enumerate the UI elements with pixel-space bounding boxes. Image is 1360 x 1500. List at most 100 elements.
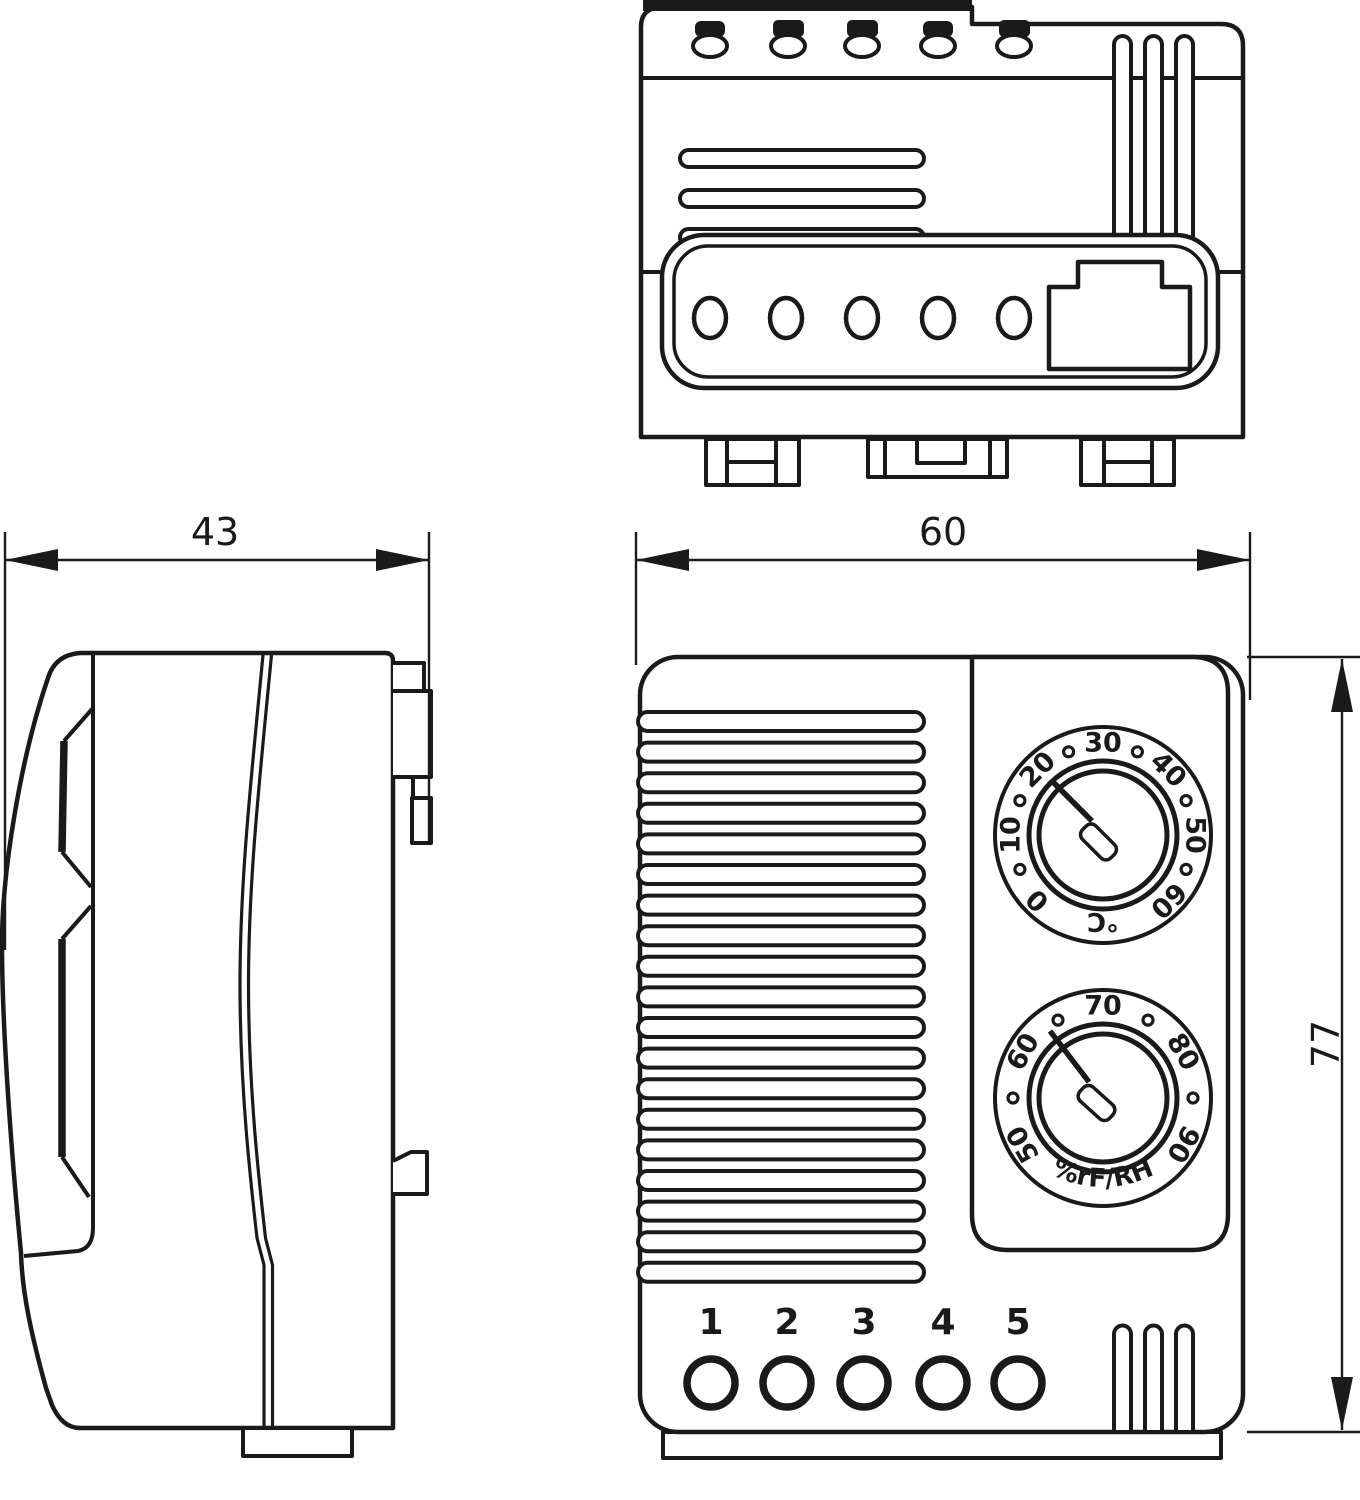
- din-foot-center: [866, 437, 1009, 479]
- din-clip-latch: [392, 1150, 429, 1196]
- led: [836, 1355, 892, 1411]
- temperature-unit-label: °C: [1087, 906, 1119, 936]
- side-vent-panel: [23, 655, 95, 1258]
- dimension-value: 60: [919, 510, 967, 554]
- vertical-slot: [1143, 1323, 1164, 1430]
- top-view: [638, 0, 1246, 487]
- dimension-value: 77: [1304, 1020, 1348, 1068]
- housing-seam: [238, 654, 266, 1428]
- side-view-body: [0, 650, 396, 1431]
- svg-text:50: 50: [1180, 816, 1211, 854]
- side-vent-slot-upper: [58, 740, 68, 853]
- louver-slat: [636, 893, 926, 917]
- louver-slat: [636, 1138, 926, 1162]
- tray-hole: [691, 295, 729, 341]
- svg-text:10: 10: [996, 816, 1027, 854]
- led: [759, 1355, 815, 1411]
- louver-slat: [636, 1016, 926, 1039]
- terminal-screw: [843, 20, 881, 59]
- louver-slat: [636, 924, 926, 948]
- led-label: 3: [851, 1302, 876, 1343]
- led-label: 1: [698, 1302, 723, 1343]
- arrowhead-top: [1331, 659, 1353, 712]
- scale-dot: [1130, 745, 1145, 759]
- tray-hole: [995, 295, 1033, 341]
- humidity-dial-ring: [993, 988, 1213, 1208]
- scale-dot: [1051, 1013, 1065, 1027]
- louver-slat: [636, 832, 926, 856]
- scale-dot: [1186, 1091, 1200, 1105]
- terminal-screw: [919, 21, 957, 59]
- svg-text:70: 70: [1084, 991, 1122, 1022]
- louver-slat: [636, 801, 926, 825]
- scale-dot: [1061, 745, 1076, 759]
- arrowhead-right: [376, 549, 429, 571]
- temperature-knob-slot: [1078, 822, 1119, 862]
- scale-dot: [1006, 1091, 1020, 1105]
- vent-slot: [678, 188, 926, 209]
- dimension-60: 60: [634, 510, 1252, 700]
- louver-slat: [636, 1260, 926, 1284]
- front-base: [661, 1430, 1223, 1460]
- louver-slat: [636, 1230, 926, 1254]
- louver-slat: [636, 954, 926, 978]
- terminal-screw: [995, 20, 1033, 59]
- scale-dot: [1141, 1013, 1155, 1027]
- led: [990, 1355, 1046, 1411]
- side-vent-slot-upper: [60, 850, 93, 889]
- scale-dot: [1179, 793, 1193, 808]
- arrowhead-left: [636, 549, 689, 571]
- dimension-43: 43: [3, 510, 431, 950]
- top-right-slots: [1112, 34, 1195, 258]
- led-label: 5: [1005, 1302, 1030, 1343]
- front-bottom-slots: [1112, 1323, 1195, 1430]
- side-view: [0, 650, 433, 1458]
- louver-slat: [636, 771, 926, 795]
- led-label: 4: [930, 1302, 955, 1343]
- louver-grille: [636, 710, 926, 1284]
- din-foot-left: [704, 437, 801, 487]
- arrowhead-left: [5, 549, 58, 571]
- dimension-value: 43: [191, 510, 239, 554]
- louver-slat: [636, 1199, 926, 1223]
- terminal-tray: [641, 232, 1243, 391]
- led: [915, 1355, 971, 1411]
- side-vent-slot-lower: [60, 1155, 91, 1199]
- louver-slat: [636, 710, 926, 733]
- din-clip-profile: [392, 661, 433, 1196]
- tray-hole: [843, 295, 881, 341]
- side-vent-slot-lower: [60, 904, 93, 941]
- temperature-knob[interactable]: [1026, 758, 1180, 912]
- louver-slat: [636, 985, 926, 1009]
- temperature-knob-pointer: [1050, 779, 1094, 823]
- tray-hole: [767, 295, 805, 341]
- vertical-slot: [1112, 34, 1133, 258]
- louver-slat: [636, 1169, 926, 1192]
- housing-seam: [246, 654, 275, 1428]
- top-vent-slots: [678, 148, 926, 248]
- vent-slot: [678, 148, 926, 169]
- scale-dot: [1013, 862, 1027, 877]
- terminal-screw: [691, 21, 729, 59]
- din-clip-block: [393, 689, 433, 779]
- rj-connector-socket: [1046, 259, 1193, 372]
- front-view: 0 10 20 30 40 50 60 °C: [636, 654, 1246, 1460]
- humidity-dial: 50 60 70 80 90 %rF/RH: [993, 988, 1213, 1208]
- louver-slat: [636, 1077, 926, 1101]
- terminal-screw: [769, 20, 807, 59]
- vertical-slot: [1112, 1323, 1133, 1430]
- arrowhead-right: [1197, 549, 1250, 571]
- din-foot-right: [1079, 437, 1176, 487]
- tray-hole: [919, 295, 957, 341]
- led: [683, 1355, 739, 1411]
- din-clip-tab: [410, 796, 433, 845]
- humidity-knob-slot: [1076, 1083, 1117, 1123]
- led-label: 2: [774, 1302, 799, 1343]
- side-vent-slot-upper: [62, 706, 95, 743]
- humidity-knob-pointer: [1047, 1029, 1092, 1084]
- humidity-knob[interactable]: [1026, 1021, 1180, 1175]
- din-clip-hook: [393, 661, 426, 693]
- top-edge-bar: [643, 0, 972, 11]
